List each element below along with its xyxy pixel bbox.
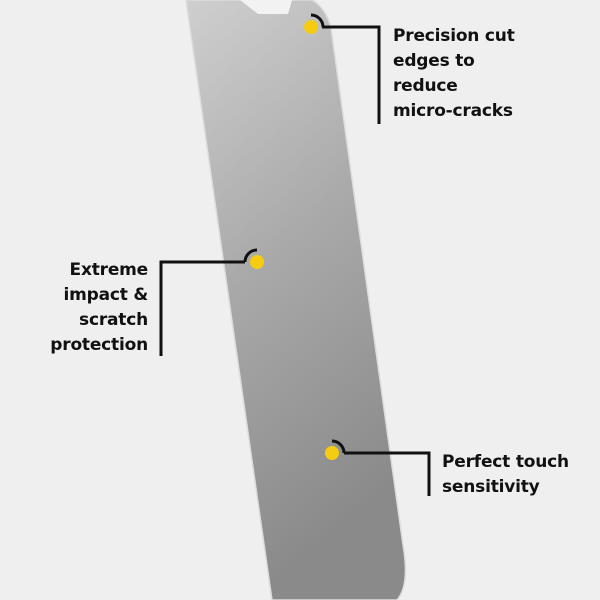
callout-line-2 [159, 260, 245, 356]
callout-line-3 [344, 451, 431, 496]
callout-impact-protection: Extreme impact & scratch protection [50, 258, 148, 358]
callout-line: Precision cut [393, 26, 515, 46]
callout-line: sensitivity [442, 477, 540, 497]
glass-panel [185, 0, 407, 600]
callout-line: edges to [393, 51, 475, 71]
callout-line: impact & [63, 285, 148, 305]
callout-arc-2 [243, 248, 258, 263]
callout-arc-3 [331, 439, 346, 454]
callout-line: Extreme [69, 260, 149, 280]
callout-line-1 [322, 25, 381, 124]
callout-line: scratch [79, 310, 148, 330]
callout-touch-sensitivity: Perfect touch sensitivity [442, 450, 569, 500]
callout-precision-cut: Precision cut edges to reduce micro-crac… [393, 24, 515, 124]
callout-line: protection [50, 335, 148, 355]
callout-line: reduce [393, 76, 458, 96]
marker-dot-1 [304, 20, 318, 34]
camera-notch [240, 0, 292, 14]
marker-dot-2 [250, 255, 264, 269]
callout-line: Perfect touch [442, 452, 569, 472]
callout-arc-1 [310, 13, 325, 28]
callout-line: micro-cracks [393, 101, 513, 121]
marker-dot-3 [325, 446, 339, 460]
